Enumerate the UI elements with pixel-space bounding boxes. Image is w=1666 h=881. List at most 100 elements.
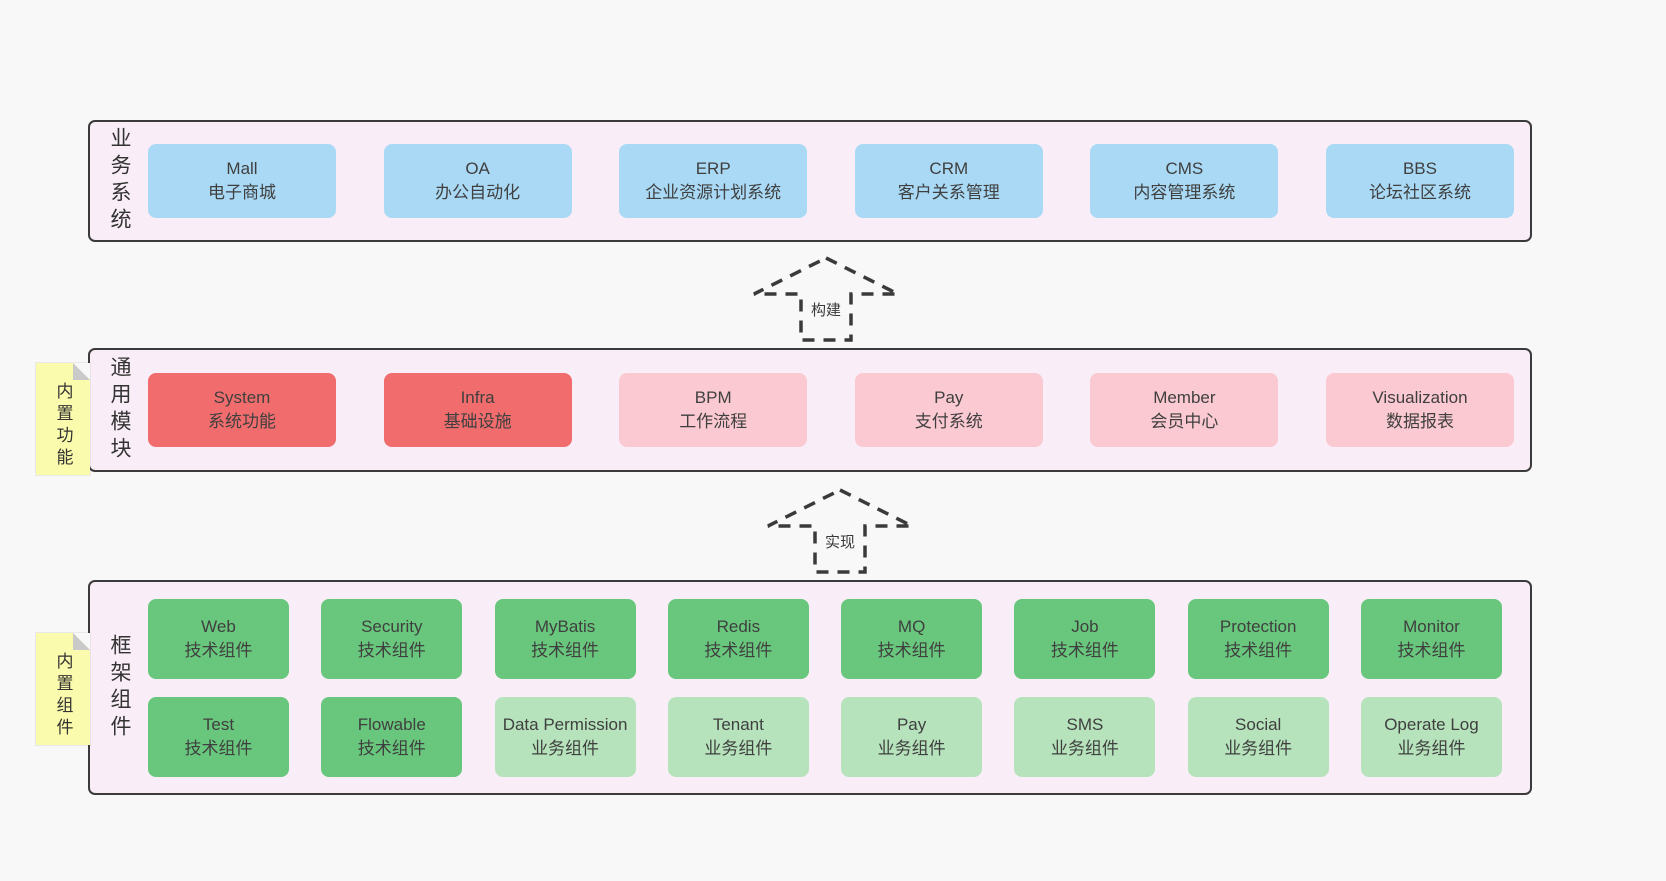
box-subtitle: 技术组件 [357,640,426,660]
box-title: CRM [929,159,969,178]
box-subtitle: 基础设施 [443,412,512,431]
box-operate-log: Operate Log 业务组件 [1360,696,1502,777]
box-title: Infra [460,388,495,407]
box-title: Tenant [712,714,764,734]
box-title: BPM [694,388,732,407]
build-arrow-icon: 构建 [746,254,906,344]
box-title: Member [1153,388,1216,407]
box-title: Mall [226,159,258,178]
box-subtitle: 企业资源计划系统 [645,183,782,202]
box-system: System 系统功能 [148,373,336,447]
box-subtitle: 技术组件 [1050,640,1119,660]
box-title: Social [1235,714,1282,734]
box-protection: Protection 技术组件 [1187,598,1329,679]
box-bbs: BBS 论坛社区系统 [1325,144,1514,218]
box-title: Redis [716,616,761,636]
box-title: Operate Log [1384,714,1479,734]
box-subtitle: 业务组件 [1050,738,1119,758]
box-subtitle: 工作流程 [679,412,748,431]
business-boxes: Mall 电子商城 OA 办公自动化 ERP 企业资源计划系统 CRM 客户关系… [148,122,1530,240]
box-tenant: Tenant 业务组件 [667,696,809,777]
framework-rows: Web 技术组件 Security 技术组件 MyBatis 技术组件 Redi… [148,582,1530,793]
box-mybatis: MyBatis 技术组件 [494,598,636,679]
box-title: Job [1071,616,1099,636]
box-title: BBS [1402,159,1437,178]
box-subtitle: 技术组件 [704,640,773,660]
box-crm: CRM 客户关系管理 [854,144,1043,218]
box-social: Social 业务组件 [1187,696,1329,777]
box-web: Web 技术组件 [148,598,289,679]
box-title: Test [202,714,235,734]
box-title: Monitor [1403,616,1460,636]
box-subtitle: 客户关系管理 [897,183,1000,202]
framework-row-1: Web 技术组件 Security 技术组件 MyBatis 技术组件 Redi… [148,598,1502,679]
box-subtitle: 技术组件 [184,738,253,758]
box-erp: ERP 企业资源计划系统 [619,144,808,218]
box-subtitle: 业务组件 [877,738,946,758]
band-business-systems: 业务系统 Mall 电子商城 OA 办公自动化 ERP 企业资源计划系统 CRM… [88,120,1532,242]
box-title: Pay [934,388,964,407]
box-title: MQ [897,616,926,636]
box-subtitle: 技术组件 [357,738,426,758]
box-subtitle: 支付系统 [914,412,983,431]
box-redis: Redis 技术组件 [667,598,809,679]
box-subtitle: 数据报表 [1385,412,1454,431]
band-label-framework-components: 框架组件 [108,633,131,742]
box-subtitle: 会员中心 [1150,412,1219,431]
implement-arrow-icon: 实现 [760,486,920,576]
band-label-common-modules: 通用模块 [108,356,131,464]
box-subtitle: 论坛社区系统 [1368,183,1471,202]
box-infra: Infra 基础设施 [383,373,572,447]
common-boxes: System 系统功能 Infra 基础设施 BPM 工作流程 Pay 支付系统… [148,350,1530,470]
box-subtitle: 内容管理系统 [1133,183,1236,202]
implement-arrow-label: 实现 [820,530,860,553]
box-title: Visualization [1372,388,1468,407]
box-subtitle: 技术组件 [1224,640,1293,660]
box-sms: SMS 业务组件 [1014,696,1156,777]
box-subtitle: 业务组件 [1397,738,1466,758]
box-title: SMS [1066,714,1104,734]
band-common-modules: 通用模块 System 系统功能 Infra 基础设施 BPM 工作流程 Pay… [88,348,1532,472]
box-subtitle: 技术组件 [877,640,946,660]
box-security: Security 技术组件 [321,598,463,679]
band-label-business-systems: 业务系统 [108,127,131,235]
box-subtitle: 技术组件 [184,640,253,660]
box-title: CMS [1165,159,1204,178]
box-member: Member 会员中心 [1090,373,1279,447]
box-subtitle: 业务组件 [1224,738,1293,758]
box-subtitle: 业务组件 [531,738,600,758]
box-subtitle: 电子商城 [208,183,276,202]
box-subtitle: 技术组件 [1397,640,1466,660]
sticky-note-built-in-components: 内置组件 [36,633,90,745]
box-bpm: BPM 工作流程 [619,373,808,447]
box-subtitle: 系统功能 [208,412,276,431]
box-visualization: Visualization 数据报表 [1325,373,1514,447]
box-title: Web [201,616,236,636]
framework-row-2: Test 技术组件 Flowable 技术组件 Data Permission … [148,696,1502,777]
box-flowable: Flowable 技术组件 [321,696,463,777]
box-title: Data Permission [502,714,628,734]
band-framework-components: 框架组件 Web 技术组件 Security 技术组件 MyBatis 技术组件… [88,580,1532,795]
sticky-note-built-in-features: 内置功能 [36,363,90,475]
box-job: Job 技术组件 [1014,598,1156,679]
box-pay-component: Pay 业务组件 [841,696,983,777]
box-title: Pay [896,714,927,734]
box-mq: MQ 技术组件 [841,598,983,679]
box-cms: CMS 内容管理系统 [1090,144,1279,218]
box-title: System [213,388,271,407]
box-subtitle: 办公自动化 [435,183,521,202]
box-subtitle: 技术组件 [531,640,600,660]
box-test: Test 技术组件 [148,696,289,777]
box-data-permission: Data Permission 业务组件 [494,696,636,777]
box-mall: Mall 电子商城 [148,144,336,218]
box-title: Flowable [357,714,426,734]
box-oa: OA 办公自动化 [383,144,572,218]
box-title: Protection [1219,616,1297,636]
box-title: Security [361,616,423,636]
box-title: MyBatis [534,616,596,636]
box-title: OA [465,159,490,178]
box-title: ERP [695,159,731,178]
build-arrow-label: 构建 [806,298,846,321]
box-monitor: Monitor 技术组件 [1360,598,1502,679]
